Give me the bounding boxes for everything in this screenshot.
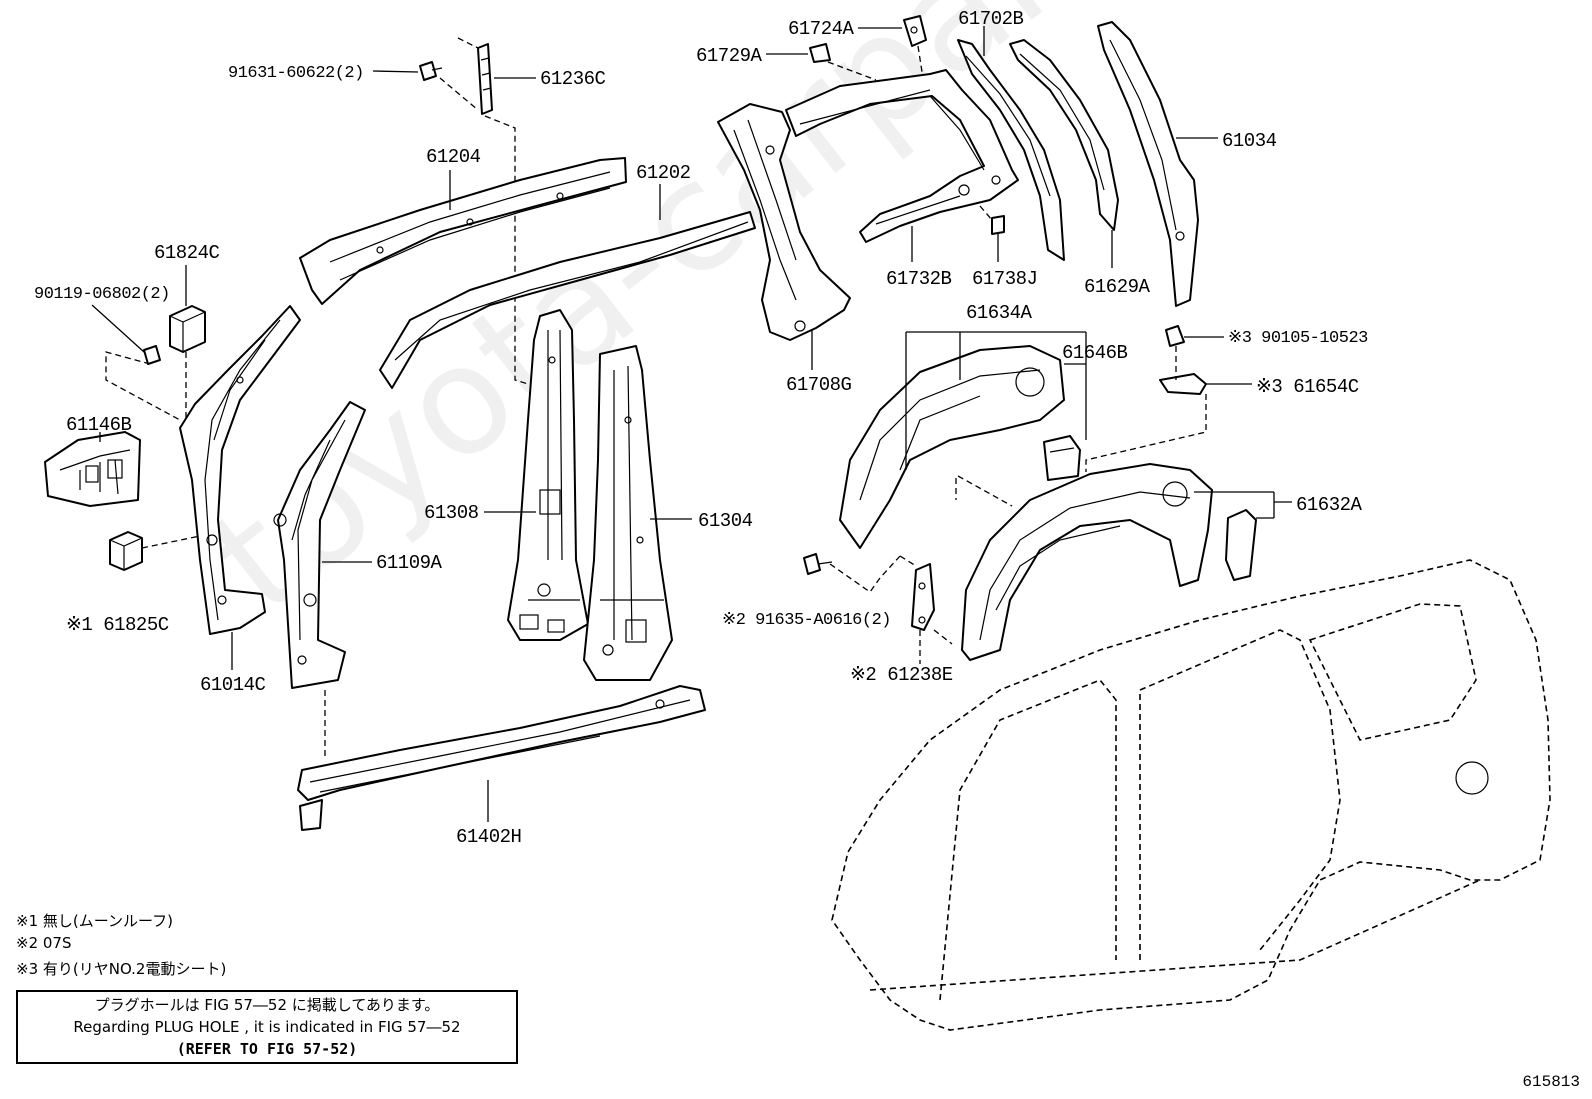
- label-61646B: 61646B: [1062, 342, 1128, 364]
- part-61146B-shape: [44, 431, 141, 507]
- label-61738J: 61738J: [972, 268, 1037, 290]
- note-3: ※3 有り(リヤNO.2電動シート): [16, 960, 227, 978]
- part-61304-shape: [583, 345, 673, 681]
- label-91635-A0616: ※2 91635-A0616(2): [722, 611, 891, 630]
- part-61632A-shape: [961, 463, 1213, 661]
- label-61629A: 61629A: [1084, 276, 1151, 298]
- label-61634A: 61634A: [966, 302, 1033, 324]
- reference-line-refer: (REFER TO FIG 57-52): [176, 1040, 358, 1058]
- label-61702B: 61702B: [958, 8, 1024, 30]
- part-61308-shape: [507, 309, 589, 641]
- part-61724A-shape: [903, 15, 927, 47]
- note-1: ※1 無し(ムーンルーフ): [16, 912, 173, 930]
- label-61109A: 61109A: [376, 552, 443, 574]
- label-61632A: 61632A: [1296, 494, 1363, 516]
- label-61654C: ※3 61654C: [1256, 376, 1359, 398]
- label-61236C: 61236C: [540, 68, 606, 90]
- label-61034: 61034: [1222, 130, 1277, 152]
- label-61708G: 61708G: [786, 374, 852, 396]
- part-61738J-shape: [991, 215, 1005, 235]
- label-61824C: 61824C: [154, 242, 220, 264]
- part-61236C-shape: [477, 43, 493, 115]
- part-61202-shape: [379, 211, 756, 389]
- part-61238E-shape: [911, 563, 935, 631]
- part-61634A-shape: [839, 345, 1065, 549]
- part-61646B-shape: [1043, 435, 1081, 481]
- label-90119-06802: 90119-06802(2): [34, 285, 170, 304]
- reference-line-english: Regarding PLUG HOLE , it is indicated in…: [73, 1018, 461, 1036]
- plug-hole-reference-box: プラグホールは FIG 57―52 に掲載してあります。 Regarding P…: [16, 990, 518, 1064]
- bolt-91631-icon: [419, 61, 443, 81]
- part-61654C-shape: [1159, 373, 1207, 395]
- label-61238E: ※2 61238E: [850, 664, 953, 686]
- part-61708G-shape: [717, 103, 851, 341]
- part-61109A-shape: [273, 401, 366, 689]
- part-61402H-shape: [297, 685, 706, 831]
- bolt-90105-icon: [1165, 325, 1185, 347]
- part-61732B-shape: [785, 69, 1019, 243]
- part-61629A-shape: [1009, 39, 1119, 231]
- part-61204-shape: [299, 157, 627, 305]
- label-61304: 61304: [698, 510, 753, 532]
- part-61702B-shape: [957, 39, 1065, 261]
- label-61308: 61308: [424, 502, 479, 524]
- label-61729A: 61729A: [696, 45, 763, 67]
- part-61825C-shape: [109, 531, 143, 571]
- label-61014C: 61014C: [200, 674, 266, 696]
- part-61034-shape: [1097, 21, 1199, 307]
- note-2: ※2 07S: [16, 934, 72, 952]
- part-61729A-shape: [809, 43, 831, 63]
- reference-line-japanese: プラグホールは FIG 57―52 に掲載してあります。: [94, 996, 440, 1014]
- bolt-91635-icon: [803, 553, 833, 575]
- label-90105-10523: ※3 90105-10523: [1228, 329, 1368, 348]
- label-61402H: 61402H: [456, 826, 521, 848]
- body-side-outer-shape: [831, 559, 1551, 1031]
- label-61204: 61204: [426, 146, 481, 168]
- label-61825C: ※1 61825C: [66, 614, 169, 636]
- label-61202: 61202: [636, 162, 691, 184]
- figure-number: 615813: [1522, 1073, 1580, 1091]
- part-61824C-shape: [169, 305, 206, 353]
- label-61732B: 61732B: [886, 268, 952, 290]
- label-61146B: 61146B: [66, 414, 132, 436]
- part-61632A-bracket-shape: [1225, 509, 1257, 581]
- part-61014C-shape: [179, 305, 301, 635]
- label-61724A: 61724A: [788, 18, 855, 40]
- bolt-90119-icon: [143, 345, 161, 365]
- label-91631-60622: 91631-60622(2): [228, 64, 364, 83]
